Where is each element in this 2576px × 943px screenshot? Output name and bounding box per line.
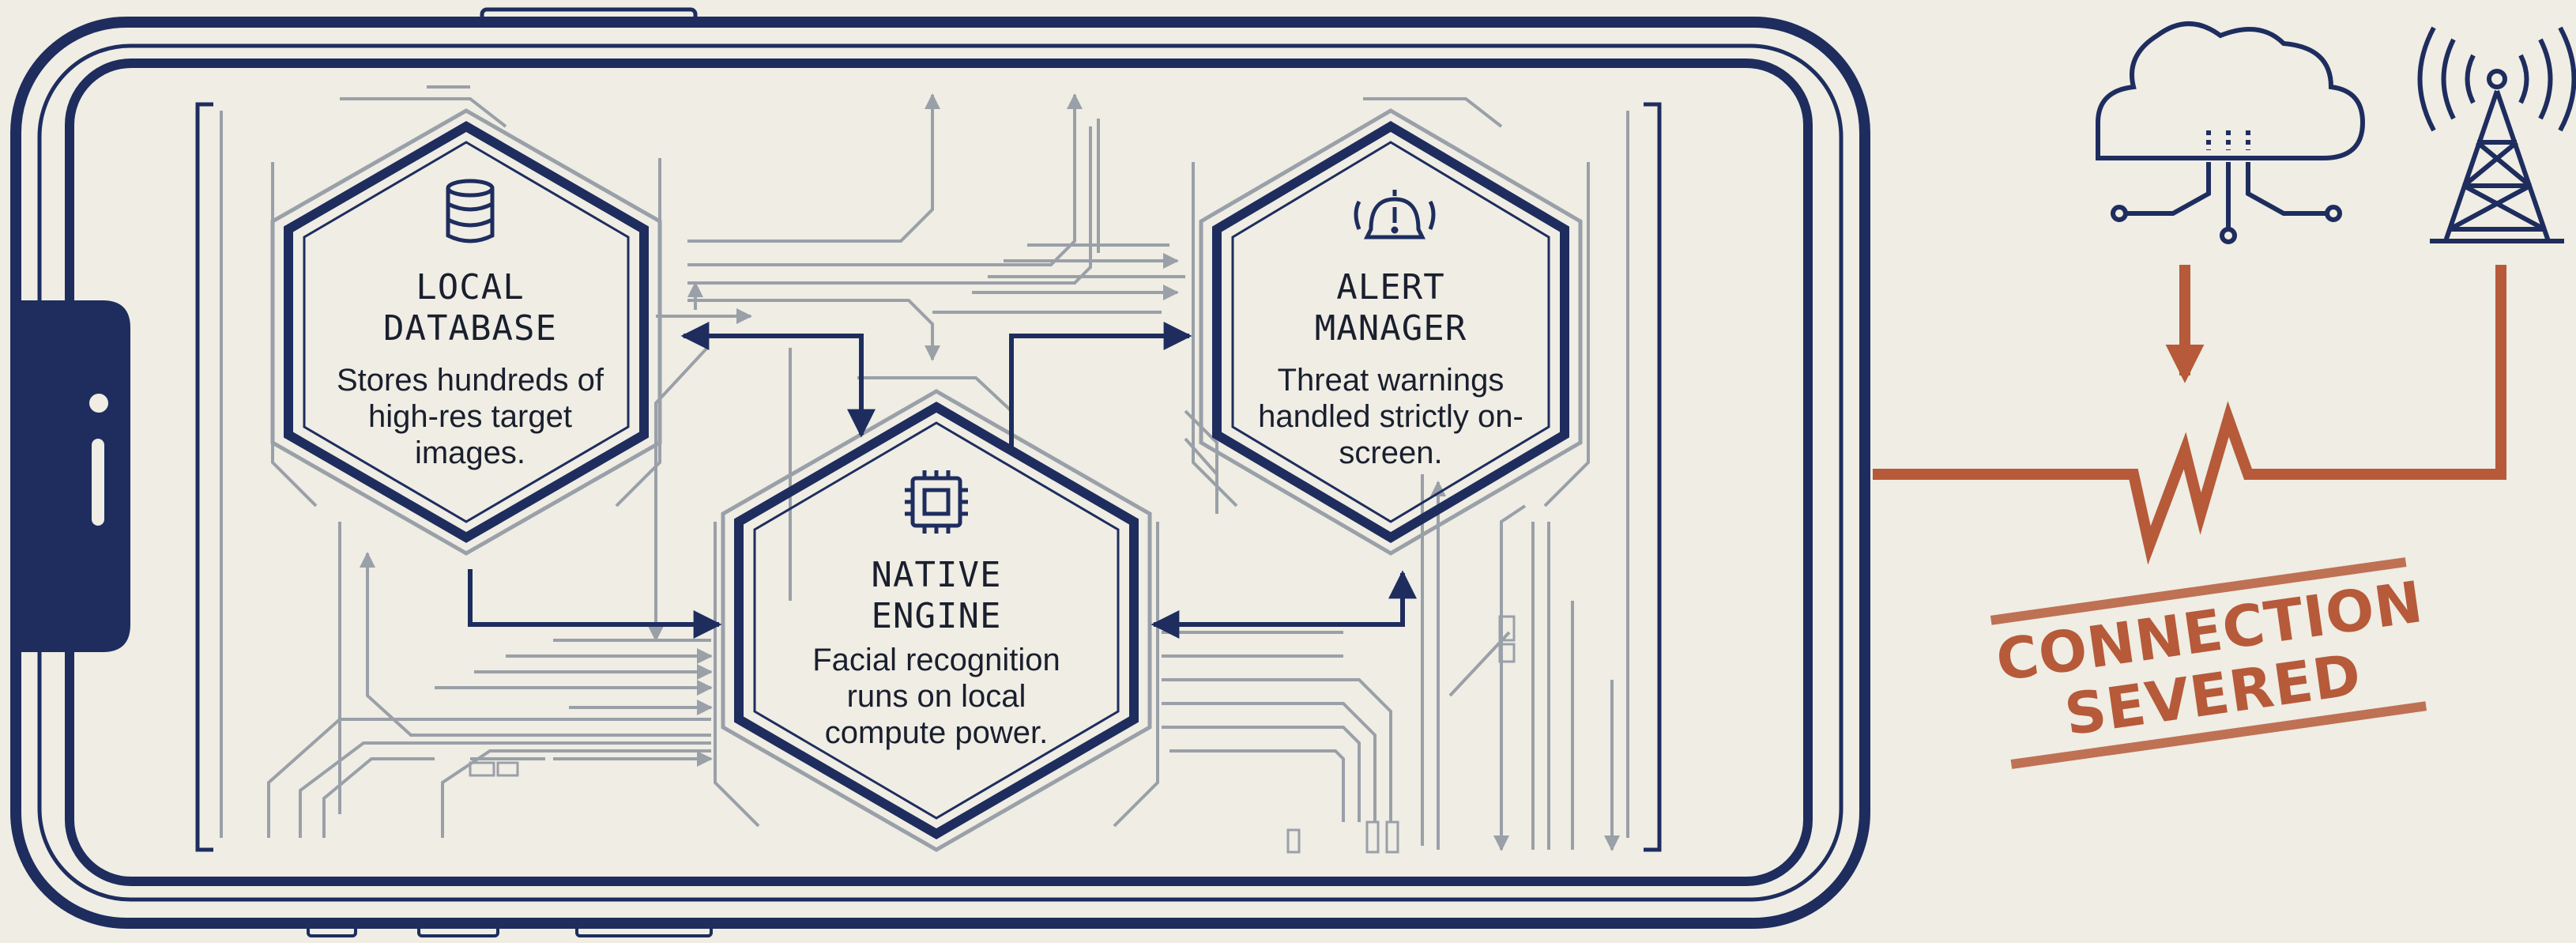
cloud-icon (2096, 21, 2366, 244)
severed-connection-line (1873, 265, 2506, 565)
screen-brackets (195, 102, 1662, 852)
local-db-decor (340, 97, 507, 128)
cell-tower-icon (2417, 26, 2576, 243)
hex-alert-manager (1199, 108, 1583, 556)
bottom-button-1 (307, 923, 357, 937)
native-engine-title: NATIVE ENGINE (871, 555, 1002, 636)
camera-icon (89, 394, 108, 413)
local-database-description: Stores hundreds of high-res target image… (337, 363, 604, 470)
alert-manager-description: Threat warnings handled strictly on-scre… (1258, 363, 1523, 470)
alert-bell-icon (1354, 190, 1436, 240)
hex-native-engine (721, 389, 1152, 852)
native-engine-description: Facial recognition runs on local compute… (812, 643, 1060, 750)
top-button (480, 7, 698, 26)
hex-local-database (270, 108, 662, 556)
local-database-title: LOCAL DATABASE (383, 267, 557, 349)
bottom-button-2 (417, 923, 499, 937)
chip-icon (905, 470, 968, 534)
bottom-button-3 (575, 923, 713, 937)
speaker-grille (92, 439, 104, 526)
data-flow-arrows (468, 322, 1417, 639)
database-icon (446, 179, 495, 243)
phone-notch (17, 300, 130, 652)
alert-manager-title: ALERT MANAGER (1314, 267, 1467, 349)
phone-frame (10, 7, 1870, 937)
